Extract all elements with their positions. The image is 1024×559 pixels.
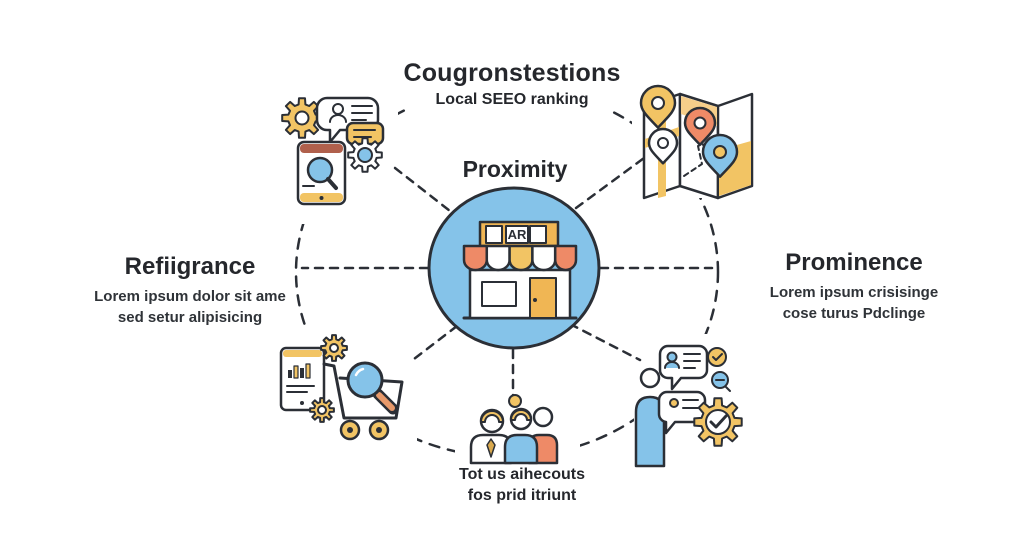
store-door: [529, 277, 557, 319]
store-awning: [462, 244, 578, 272]
spoke-lower-left: [412, 324, 459, 361]
check-badge-icon: [707, 347, 727, 367]
bottom-node: Tot us aihecouts fos prid itriunt: [424, 464, 620, 506]
person-front: [503, 407, 539, 465]
hair-bun: [508, 394, 522, 408]
bottom-node-line1: Tot us aihecouts: [459, 466, 585, 483]
hair: [510, 409, 532, 421]
spoke-upper-right: [574, 156, 646, 210]
right-node: Prominence Lorem ipsum crisisinge cose t…: [748, 249, 960, 324]
header-subtitle: Local SEEO ranking: [435, 90, 589, 108]
storefront-icon: AR: [462, 220, 578, 320]
avatar-icon: [332, 103, 344, 115]
customer-reviews-icon: [634, 344, 743, 468]
phone-search-icon: [296, 140, 347, 206]
route-path: [683, 139, 721, 177]
customers-group-icon: [469, 394, 559, 465]
mobile-search-cluster-icon: [281, 96, 385, 206]
header: Cougronstestions Local SEEO ranking: [352, 59, 672, 109]
avatar-icon: [666, 351, 678, 363]
gear-check-icon: [693, 397, 743, 447]
left-node: Refiigrance Lorem ipsum dolor sit ame se…: [84, 253, 296, 328]
bottom-node-line2: fos prid itriunt: [467, 487, 577, 505]
center-label: Proximity: [462, 156, 568, 182]
spoke-lower-right: [568, 322, 642, 362]
phone-analytics-icon: [279, 346, 326, 412]
left-node-title: Refiigrance: [124, 253, 256, 280]
magnifier-icon: [346, 361, 399, 415]
store-sign-text: AR: [508, 227, 527, 242]
proximity-hub: AR: [427, 186, 601, 350]
connector-spokes: [300, 156, 714, 400]
left-node-desc: Lorem ipsum dolor sit ame sed setur alip…: [94, 288, 286, 326]
header-title: Cougronstestions: [403, 59, 621, 87]
hair: [480, 410, 504, 423]
map-pins-icon: [639, 84, 754, 200]
shopping-analysis-icon: [279, 334, 404, 441]
shopping-cart-icon: [322, 362, 404, 441]
person-left: [469, 408, 513, 465]
right-node-desc: Lorem ipsum crisisinge cose turus Pdclin…: [769, 284, 939, 322]
right-node-title: Prominence: [785, 249, 923, 276]
spoke-upper-left: [393, 166, 452, 213]
door-handle: [533, 298, 537, 302]
magnifier-icon: [306, 156, 334, 184]
store-window: [481, 281, 517, 307]
